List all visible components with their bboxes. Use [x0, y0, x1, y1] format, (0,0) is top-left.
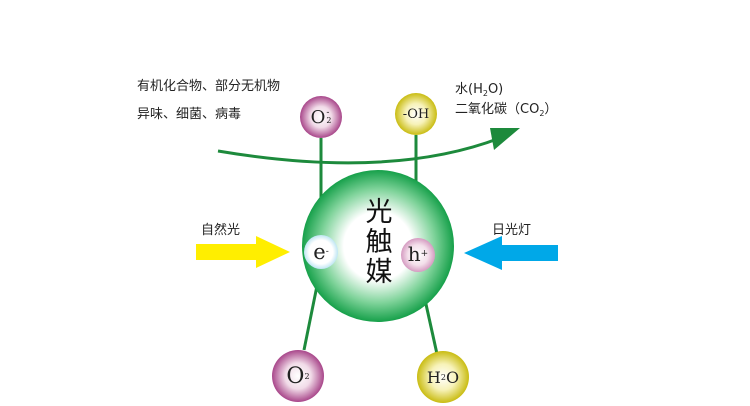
oh-top-node [395, 93, 437, 135]
natural-light-label: 自然光 [201, 223, 241, 238]
o2-top-node [300, 96, 342, 138]
product-water: 水(H2O) [455, 82, 504, 98]
fluorescent-light-label: 日光灯 [492, 223, 532, 238]
oh-top-label: -OH [402, 106, 430, 122]
h2o-bottom-node [417, 351, 469, 403]
pollutants-line-1: 有机化合物、部分无机物 [137, 79, 281, 94]
pollutants-line-2: 异味、细菌、病毒 [137, 107, 242, 122]
catalyst-sphere [302, 170, 454, 322]
flow-arrowhead [490, 128, 520, 150]
electron-label: e- [313, 240, 329, 264]
product-co2: 二氧化碳（CO2） [455, 102, 558, 118]
fluorescent-light-arrow [464, 236, 558, 270]
natural-light-arrow [196, 236, 290, 268]
flow-curve [217, 136, 501, 165]
o2-top-label: O-2 [310, 106, 332, 128]
hole-label: h+ [407, 242, 429, 266]
electron-node [304, 235, 338, 269]
hole-node [401, 238, 435, 272]
catalyst-label: 光 触 媒 [365, 197, 393, 288]
o2-bottom-node [272, 350, 324, 402]
